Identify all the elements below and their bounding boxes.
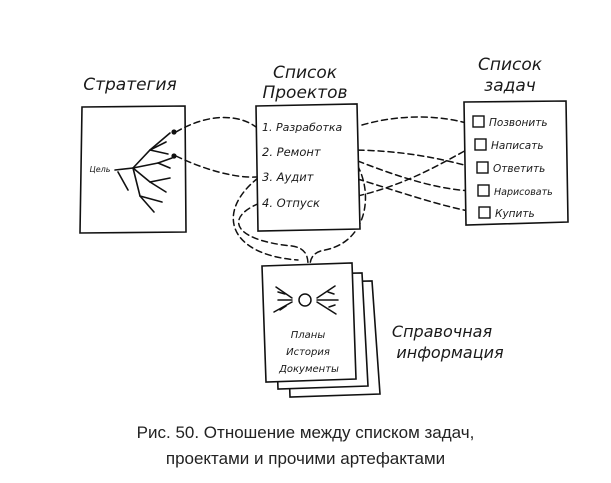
- projects-sheet: 1. Разработка 2. Ремонт 3. Аудит 4. Отпу…: [255, 103, 361, 232]
- projects-heading-line2: Проектов: [262, 83, 347, 103]
- tasks-heading-line2: задач: [484, 76, 536, 96]
- strategy-sheet: Цель: [79, 105, 187, 234]
- task-item-3: Ответить: [493, 163, 545, 175]
- figure-caption: Рис. 50. Отношение между списком задач, …: [0, 420, 611, 472]
- strategy-dot-1: [171, 129, 177, 135]
- strategy-tree: [114, 132, 173, 213]
- task-checkbox-1: [472, 115, 485, 128]
- task-checkbox-3: [476, 161, 489, 174]
- caption-line-1: Рис. 50. Отношение между списком задач,: [136, 423, 475, 442]
- reference-item-3: Документы: [278, 364, 339, 375]
- strategy-heading: Стратегия: [83, 75, 177, 95]
- reference-heading-line1: Справочная: [392, 322, 493, 341]
- strategy-dot-2: [171, 153, 177, 159]
- tasks-sheet: Позвонить Написать Ответить Нарисовать К…: [463, 100, 569, 226]
- project-item-1: 1. Разработка: [262, 121, 343, 134]
- project-item-2: 2. Ремонт: [262, 145, 321, 159]
- task-item-2: Написать: [491, 140, 544, 152]
- connections: [175, 116, 476, 267]
- task-checkbox-4: [477, 184, 490, 197]
- task-checkbox-5: [478, 206, 491, 219]
- projects-heading-line1: Список: [273, 63, 338, 83]
- caption-line-2: проектами и прочими артефактами: [165, 449, 446, 468]
- strategy-node-label: Цель: [90, 165, 111, 174]
- task-item-1: Позвонить: [489, 117, 548, 129]
- task-item-4: Нарисовать: [494, 187, 553, 198]
- reference-item-2: История: [286, 347, 330, 358]
- reference-stack: Планы История Документы: [261, 262, 381, 398]
- reference-mindmap: [273, 285, 339, 315]
- diagram-canvas: Стратегия Список Проектов Список задач С…: [79, 55, 569, 398]
- task-checkbox-2: [474, 138, 487, 151]
- reference-heading-line2: информация: [396, 343, 504, 362]
- task-item-5: Купить: [495, 208, 535, 220]
- project-item-3: 3. Аудит: [262, 170, 314, 184]
- tasks-heading-line1: Список: [478, 55, 543, 75]
- reference-mindmap-center: [298, 293, 312, 307]
- reference-item-1: Планы: [291, 330, 326, 341]
- project-item-4: 4. Отпуск: [262, 196, 320, 210]
